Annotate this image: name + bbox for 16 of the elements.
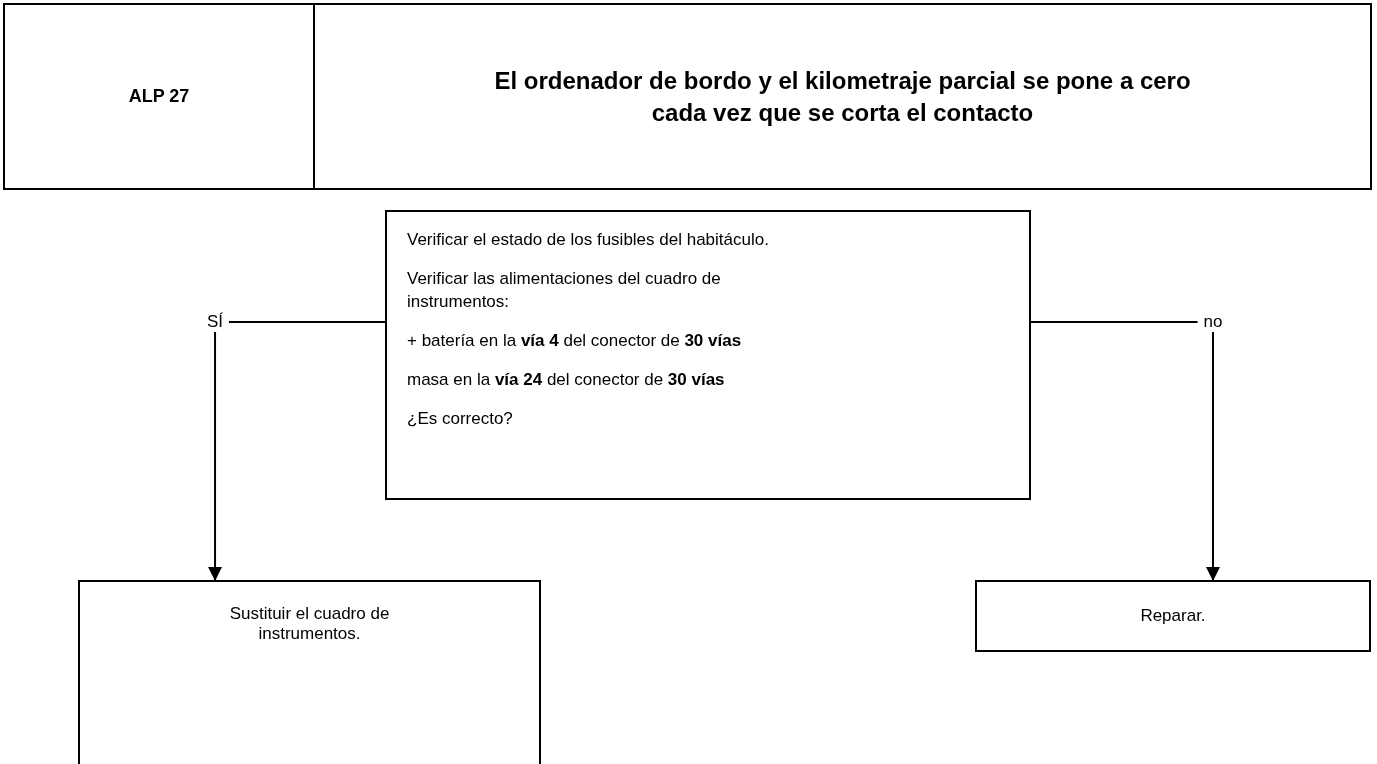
action-text: Sustituir el cuadro de instrumentos. — [228, 604, 391, 644]
process-box — [78, 580, 541, 764]
instruction-text: Verificar las alimentaciones del cuadro de instrumentos: — [407, 267, 722, 313]
header-text: ALP 27 — [128, 86, 190, 107]
header-cell — [3, 3, 315, 190]
arrow — [208, 320, 386, 581]
instruction-text: masa en la vía 24 del conector de 30 vías — [407, 368, 725, 391]
process-box — [975, 580, 1371, 652]
header-text: El ordenador de bordo y el kilometraje parcial se pone a cero cada vez que se corta el contacto — [493, 66, 1192, 128]
arrow — [1030, 320, 1220, 581]
action-text: Reparar. — [1140, 606, 1206, 626]
instruction-text: + batería en la vía 4 del conector de 30 vías — [407, 329, 742, 352]
process-box — [385, 210, 1031, 500]
header-title-cell — [313, 3, 1372, 190]
instruction-text: ¿Es correcto? — [407, 407, 513, 430]
instruction-text: Verificar el estado de los fusibles del habitáculo. — [407, 229, 769, 251]
